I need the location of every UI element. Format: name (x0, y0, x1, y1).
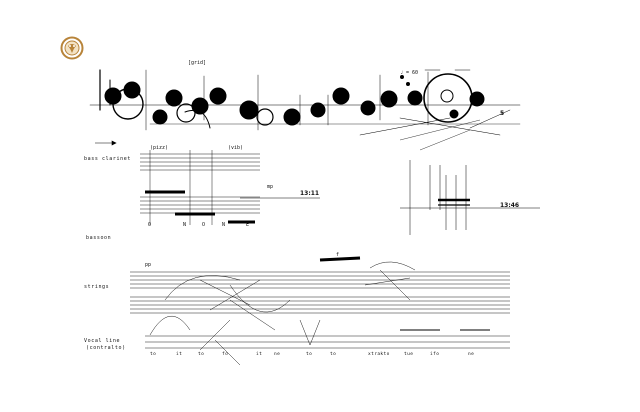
lyric-4: fo (222, 352, 229, 357)
tempo-arrow (95, 140, 117, 146)
staff-text-pizz: (pizz) (150, 145, 169, 151)
label-bass-clarinet: bass clarinet (84, 156, 131, 162)
lyric-7: to (306, 352, 313, 357)
staff-text-vib: (vib) (228, 145, 244, 151)
label-strings: strings (84, 284, 110, 290)
dynamic-mark-2: mp (267, 184, 274, 190)
seal-graphic (60, 36, 84, 60)
top-graphic-system (89, 69, 521, 136)
lyric-3: to (198, 352, 205, 357)
lyric-8: to (330, 352, 337, 357)
staff-letter-4: N (222, 222, 226, 228)
lyric-10: tue (404, 352, 414, 357)
label-vocal-line: Vocal line (84, 338, 121, 344)
staff-letter-1: O (148, 222, 152, 228)
lyric-6: ne (274, 352, 281, 357)
tempo-mark: ♩ = 60 (400, 70, 419, 76)
lyric-11: ifo (430, 352, 440, 357)
lyric-1: to (150, 352, 157, 357)
label-bassoon: bassoon (86, 235, 112, 241)
time-mark-1: 13:11 (300, 190, 320, 197)
lyric-12: ne (468, 352, 475, 357)
lyric-9: xtrakto (368, 352, 390, 357)
top-mark: [grid] (188, 60, 207, 66)
staff-letter-3: O (202, 222, 206, 228)
strings-staff (130, 256, 510, 331)
rehearsal-number: 5 (500, 110, 505, 117)
bass-clarinet-staff (140, 150, 260, 225)
time-mark-2: 13:46 (500, 202, 520, 209)
dynamic-mark-1: pp (145, 262, 152, 268)
composer-seal-icon (60, 36, 84, 60)
dynamic-mark-3: f (336, 252, 340, 258)
vocal-staff (145, 315, 510, 366)
lyric-5: it (256, 352, 263, 357)
label-vocal-voice: (contralto) (86, 345, 126, 351)
right-fragments (240, 119, 540, 235)
staff-letter-5: E (246, 222, 250, 228)
lyric-2: it (176, 352, 183, 357)
staff-letter-2: N (183, 222, 187, 228)
